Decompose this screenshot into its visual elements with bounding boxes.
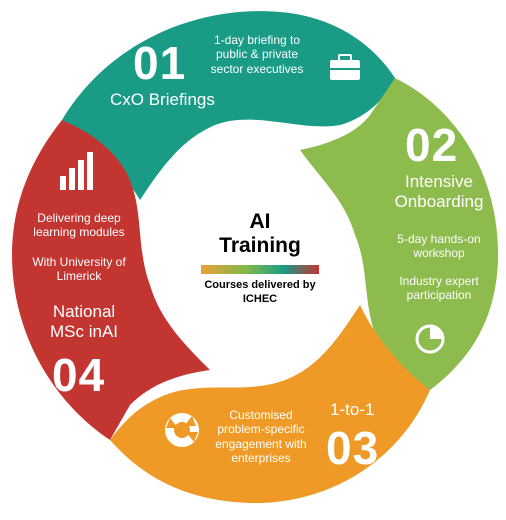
segment-04-desc-line: learning modules	[33, 225, 125, 240]
center-title-line: Training	[219, 234, 301, 258]
segment-04-number: 04	[52, 349, 106, 401]
center-subtitle-line: ICHEC	[242, 292, 278, 305]
bar-chart-icon	[60, 152, 93, 190]
segment-01-description: 1-day briefing to public & private secto…	[196, 33, 318, 76]
center-title-line: AI	[249, 210, 271, 233]
segment-01-number: 01	[133, 37, 187, 89]
segment-01-desc-line: public & private	[215, 47, 299, 62]
segment-02-title-line: Intensive	[404, 172, 474, 191]
cycle-icon	[165, 413, 199, 447]
segment-02-description-1: 5-day hands-on workshop	[383, 232, 495, 261]
segment-01-desc-line: sector executives	[210, 61, 304, 76]
segment-02-desc-line: Industry expert	[399, 274, 479, 288]
segment-01-desc-line: 1-day briefing to	[213, 33, 301, 47]
segment-04-title: National MSc inAI	[44, 302, 124, 341]
segment-02-description-2: Industry expert participation	[383, 274, 495, 303]
segment-02-desc-line: 5-day hands-on	[397, 232, 481, 246]
segment-03-desc-line: problem-specific	[217, 422, 305, 437]
segment-04-description-1: Delivering deep learning modules	[20, 211, 138, 240]
segment-02-title: Intensive Onboarding	[384, 172, 494, 211]
pie-chart-icon	[415, 324, 445, 354]
segment-04-description-2: With University of Limerick	[20, 255, 138, 284]
segment-01	[62, 11, 395, 200]
briefcase-icon	[330, 54, 360, 80]
segment-03-desc-line: engagement with	[215, 436, 307, 451]
segment-03-desc-line: enterprises	[231, 451, 291, 466]
segment-03-desc-line: Customised	[229, 408, 293, 422]
segment-02-desc-line: workshop	[413, 246, 465, 261]
segment-04-desc-line: With University of	[32, 255, 126, 269]
segment-02-number: 02	[405, 119, 459, 171]
center-gradient-bar	[201, 265, 319, 274]
segment-03-number: 03	[326, 422, 380, 474]
center-subtitle-line: Courses delivered by	[204, 279, 316, 291]
center-subtitle: Courses delivered by ICHEC	[190, 279, 330, 307]
segment-03	[110, 305, 430, 504]
segment-02-desc-line: participation	[406, 288, 472, 303]
segment-01-title: CxO Briefings	[110, 90, 215, 109]
segment-02	[300, 78, 499, 390]
segment-04-title-line: MSc inAI	[49, 321, 119, 341]
segment-02-title-line: Onboarding	[394, 191, 484, 211]
segment-03-title: 1-to-1	[330, 400, 375, 419]
segment-04-desc-line: Limerick	[56, 269, 102, 284]
segment-04	[12, 120, 210, 440]
segment-03-description: Customised problem-specific engagement w…	[205, 408, 317, 466]
segment-04-desc-line: Delivering deep	[37, 211, 121, 225]
segment-04-title-line: National	[52, 302, 116, 321]
center-title: AI Training	[190, 210, 330, 258]
